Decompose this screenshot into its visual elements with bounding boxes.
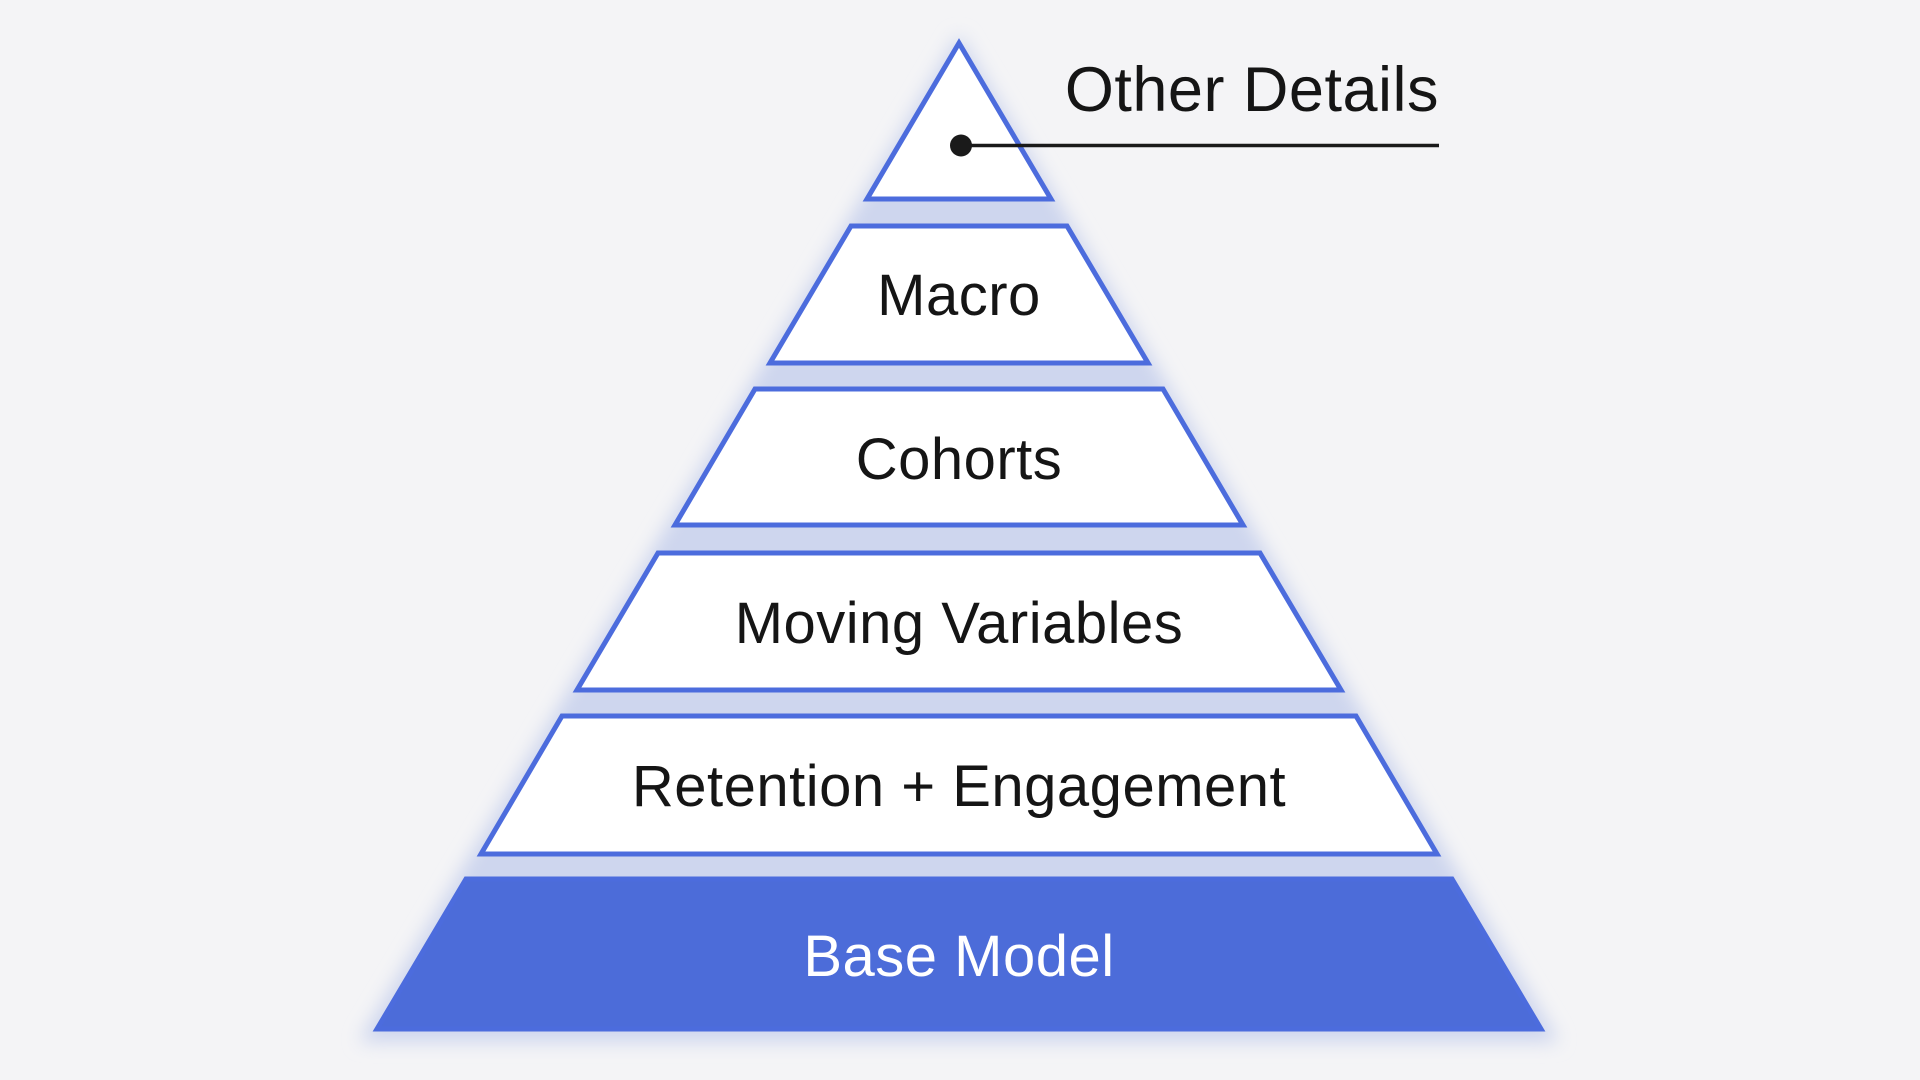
level-label-retention-engagement: Retention + Engagement: [632, 754, 1286, 819]
pyramid-level-retention-engagement: [476, 713, 1442, 857]
level-label-cohorts: Cohorts: [856, 427, 1063, 492]
level-label-base-model: Base Model: [803, 924, 1114, 989]
pyramid-level-moving-variables: [572, 550, 1346, 693]
level-label-macro: Macro: [877, 263, 1041, 328]
pyramid-level-macro: [765, 223, 1153, 366]
pyramid-level-base-model: [372, 876, 1546, 1032]
callout-label-other-details: Other Details: [1065, 55, 1439, 125]
callout-dot: [950, 134, 972, 157]
pyramid-level-cohorts: [670, 386, 1248, 528]
level-label-moving-variables: Moving Variables: [735, 591, 1184, 656]
pyramid-level-other-details: [862, 38, 1056, 202]
